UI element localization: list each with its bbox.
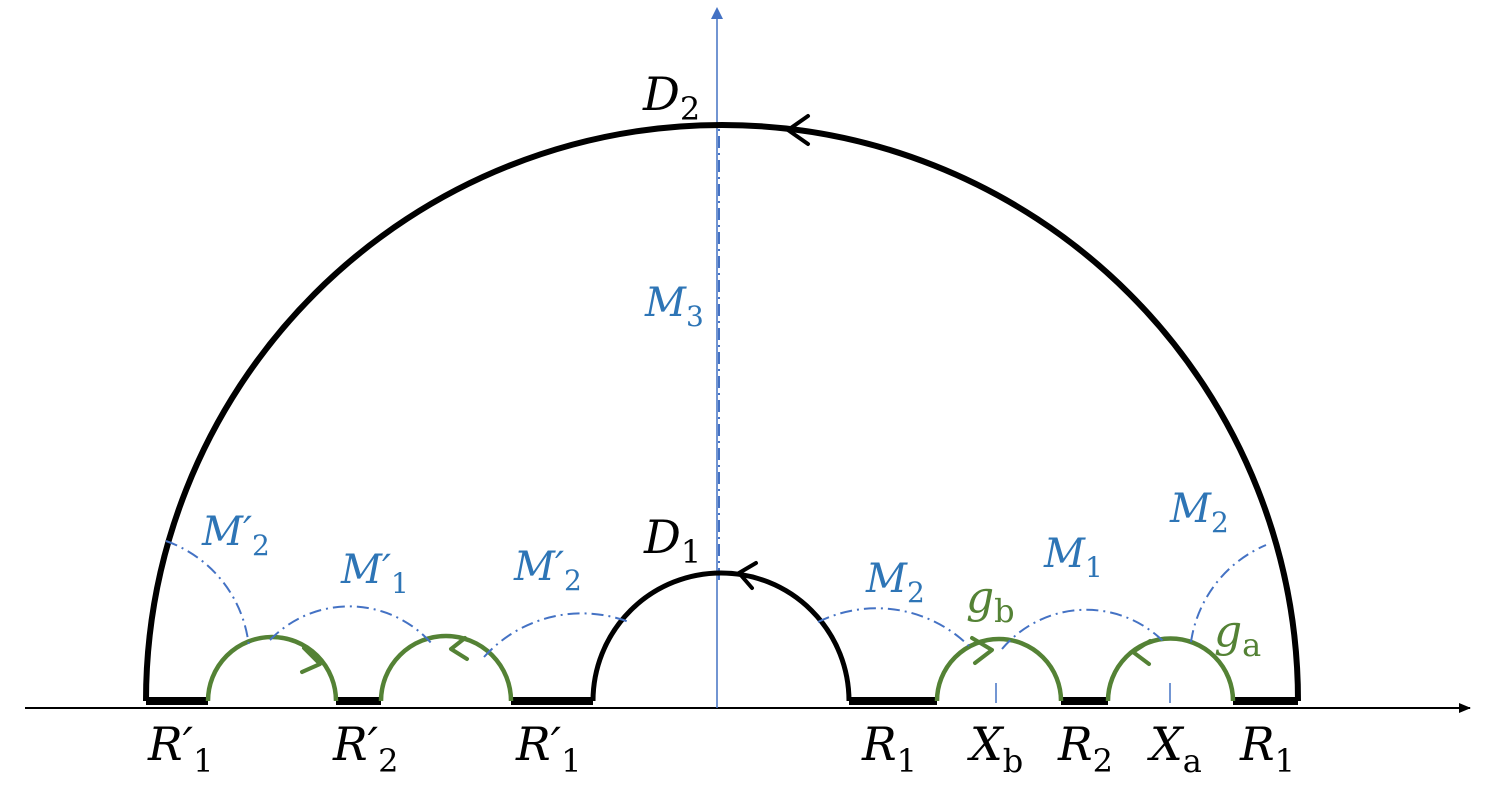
geodesic-gb: [934, 636, 1064, 702]
label-rp1-left-outer: R′1: [147, 717, 213, 780]
mirror-arc-m2-right-inner: [817, 607, 972, 649]
label-m3: M3: [644, 280, 704, 333]
label-mp1-left: M′1: [340, 547, 409, 600]
labels: D2 D1 M3 M2 M1 M2 M′2 M′1 M′2 gb ga R′1 …: [147, 67, 1295, 780]
label-rp2-left: R′2: [332, 717, 398, 780]
label-m2-right-inner: M2: [865, 556, 925, 609]
label-xb: Xb: [967, 717, 1023, 780]
geodesic-left-1: [205, 634, 339, 702]
d1-direction-arrow: [737, 561, 758, 590]
label-mp2-left-outer: M′2: [201, 509, 270, 562]
geodesic-left-2: [378, 633, 514, 702]
label-d1: D1: [643, 510, 701, 571]
label-m1-right: M1: [1043, 531, 1103, 584]
label-xa: Xa: [1147, 717, 1202, 780]
label-gb: gb: [966, 572, 1015, 630]
mirror-arcs: [165, 540, 1267, 658]
label-rp1-left-inner: R′1: [515, 717, 581, 780]
label-m2-right-outer: M2: [1169, 486, 1229, 539]
inner-boundary-arc-d1: [590, 570, 852, 702]
geodesic-ga-arrow: [1131, 639, 1152, 666]
mirror-arc-mp2-left-outer: [165, 540, 250, 649]
label-r2: R2: [1057, 717, 1113, 780]
geodesic-ga: [1105, 636, 1236, 702]
geodesic-left-2-arrow: [449, 636, 469, 661]
label-ga: ga: [1214, 606, 1261, 664]
mirror-arc-m1-right: [1001, 608, 1166, 650]
mirror-arc-mp1-left: [269, 605, 433, 645]
mirror-arc-mp2-left-inner: [483, 612, 630, 658]
geodesic-gb-arrow: [970, 636, 994, 665]
label-r1-inner: R1: [861, 717, 917, 780]
label-d2: D2: [642, 67, 700, 128]
label-r1-outer: R1: [1239, 717, 1295, 780]
label-mp2-left-inner: M′2: [513, 544, 582, 597]
outer-boundary-arc-d2: [143, 122, 1301, 702]
geodesic-left-1-arrow: [300, 646, 322, 674]
d2-direction-arrow: [786, 114, 810, 146]
